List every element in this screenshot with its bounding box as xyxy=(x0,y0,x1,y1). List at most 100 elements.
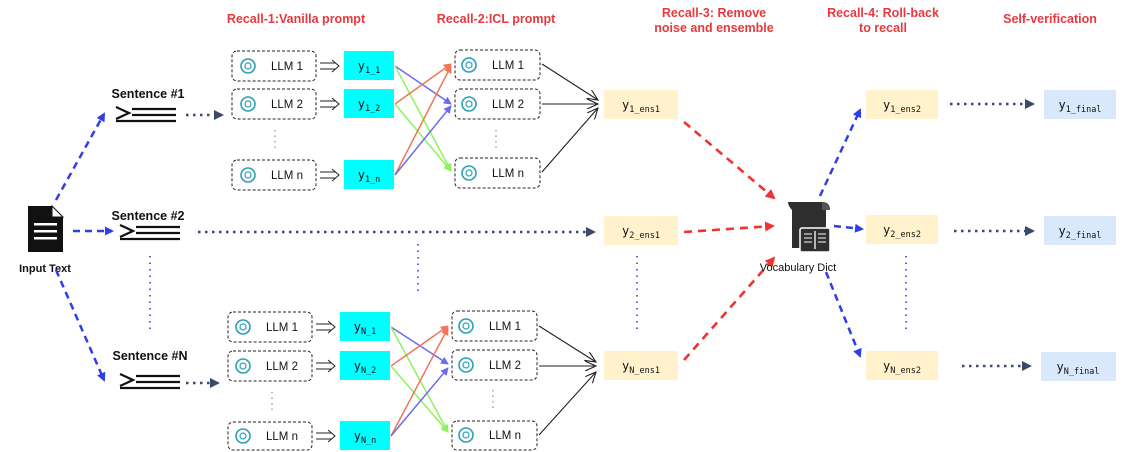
sentence-1: Sentence #1 xyxy=(112,87,185,123)
llm-box: LLM n xyxy=(451,420,538,451)
scroll-book-icon xyxy=(788,202,831,253)
recall1-output-yN-1: yN_1 xyxy=(340,312,390,341)
label: yN_ens2 xyxy=(883,359,921,376)
document-icon xyxy=(28,204,65,252)
stage-title-recall4: Recall-4: Roll-back to recall xyxy=(827,6,939,35)
llm-label: LLM n xyxy=(266,431,298,443)
llm-label: LLM 2 xyxy=(266,361,298,373)
cross-arrows-groupN xyxy=(390,325,449,437)
label: y1_ens2 xyxy=(883,98,921,115)
base: y xyxy=(358,168,365,182)
sub: 1_ens1 xyxy=(629,105,660,115)
double-arrows-group1 xyxy=(320,59,340,182)
recall1-output-yN-n: yN_n xyxy=(340,421,390,450)
sub: 1_n xyxy=(365,175,380,185)
stage-title-recall3-line2: noise and ensemble xyxy=(654,21,774,35)
llm-box: LLM 1 xyxy=(454,49,541,81)
input-text-label: Input Text xyxy=(19,263,71,275)
llm-box: LLM 2 xyxy=(454,88,541,120)
input-to-sentence-arrows xyxy=(54,112,114,382)
recall1-output-yN-2: yN_2 xyxy=(340,351,390,380)
base: y xyxy=(354,359,361,373)
openai-logo-icon xyxy=(461,57,477,73)
llm-label: LLM 2 xyxy=(492,99,524,111)
sub: 2_ens1 xyxy=(629,231,660,241)
arrow-input-to-sentenceN xyxy=(54,269,106,382)
llm-label: LLM n xyxy=(492,168,524,180)
stage-title-recall2: Recall-2:ICL prompt xyxy=(437,12,556,26)
red-arrow-ens2-to-vocab xyxy=(683,221,775,234)
llm-label: LLM 1 xyxy=(489,321,521,333)
recall1-output-y1-n: y1_n xyxy=(344,160,394,189)
red-arrow-ens1-to-vocab xyxy=(683,121,776,200)
llm-box: LLM 2 xyxy=(231,88,317,120)
base: y xyxy=(622,224,629,238)
base: y xyxy=(358,97,365,111)
stage-title-recall1: Recall-1:Vanilla prompt xyxy=(227,12,366,26)
llm-box: LLM n xyxy=(454,157,541,189)
sentence-N-label: Sentence #N xyxy=(112,349,187,363)
llm-label: LLM 1 xyxy=(271,61,303,73)
llm-label: LLM 1 xyxy=(266,322,298,334)
list-lines-icon xyxy=(115,106,176,123)
label: yN_final xyxy=(1056,360,1099,377)
sentence-2-label: Sentence #2 xyxy=(112,209,185,223)
vocabulary-dict-label: Vocabulary Dict xyxy=(760,262,836,274)
openai-logo-icon xyxy=(235,319,251,335)
openai-logo-icon xyxy=(458,427,474,443)
sub: N_final xyxy=(1064,367,1100,377)
label: y2_ens2 xyxy=(883,223,921,240)
sentence-N: Sentence #N xyxy=(112,349,188,390)
sentence-dotted-connectors xyxy=(186,110,596,388)
group1-recall1-llms: LLM 1 LLM 2 LLM n xyxy=(231,50,317,191)
llm-label: LLM n xyxy=(489,430,521,442)
llm-box: LLM 2 xyxy=(451,349,538,381)
cross-arrows-group1 xyxy=(394,63,452,176)
rollback-output-y1: y1_ens2 xyxy=(866,90,938,119)
openai-logo-icon xyxy=(240,96,256,112)
sub: 1_ens2 xyxy=(890,105,921,115)
ensemble-output-y1: y1_ens1 xyxy=(604,90,678,119)
label: y2_ens1 xyxy=(622,224,660,241)
hollow-arrows-to-ensN xyxy=(538,325,596,436)
base: y xyxy=(1056,360,1063,374)
base: y xyxy=(883,98,890,112)
openai-logo-icon xyxy=(235,428,251,444)
stage-title-recall3-line1: Recall-3: Remove xyxy=(662,6,766,20)
stage-title-recall1-line1: Recall-1:Vanilla prompt xyxy=(227,12,366,26)
label: yN_2 xyxy=(354,359,377,376)
sub: 2_final xyxy=(1066,231,1102,241)
sentence-2: Sentence #2 xyxy=(112,209,185,241)
label: y1_2 xyxy=(358,97,381,114)
sub: N_ens2 xyxy=(890,366,921,376)
openai-logo-icon xyxy=(458,318,474,334)
label: y1_ens1 xyxy=(622,98,660,115)
label: y1_1 xyxy=(358,59,381,76)
sub: N_2 xyxy=(361,366,376,376)
rollback-output-y2: y2_ens2 xyxy=(866,215,938,244)
sub: N_ens1 xyxy=(629,366,660,376)
final-output-y2: y2_final xyxy=(1044,216,1116,245)
recall1-output-y1-1: y1_1 xyxy=(344,51,394,80)
red-arrows-to-vocab xyxy=(683,121,776,361)
stage-title-recall4-line2: to recall xyxy=(859,21,907,35)
stage-title-recall4-line1: Recall-4: Roll-back xyxy=(827,6,939,20)
red-arrow-ensN-to-vocab xyxy=(683,256,776,361)
base: y xyxy=(354,429,361,443)
sub: 1_1 xyxy=(365,66,380,76)
base: y xyxy=(622,359,629,373)
label: yN_ens1 xyxy=(622,359,660,376)
label: yN_1 xyxy=(354,320,377,337)
base: y xyxy=(1058,224,1065,238)
llm-box: LLM n xyxy=(227,421,313,451)
hollow-arrows-to-ens1 xyxy=(541,63,598,173)
base: y xyxy=(1058,98,1065,112)
openai-logo-icon xyxy=(461,165,477,181)
vocab-to-rollback-arrows xyxy=(818,108,864,358)
label: yN_n xyxy=(354,429,377,446)
base: y xyxy=(883,223,890,237)
sentence-1-label: Sentence #1 xyxy=(112,87,185,101)
rollback-output-yN: yN_ens2 xyxy=(866,351,938,380)
stage-title-recall3: Recall-3: Remove noise and ensemble xyxy=(654,6,774,35)
